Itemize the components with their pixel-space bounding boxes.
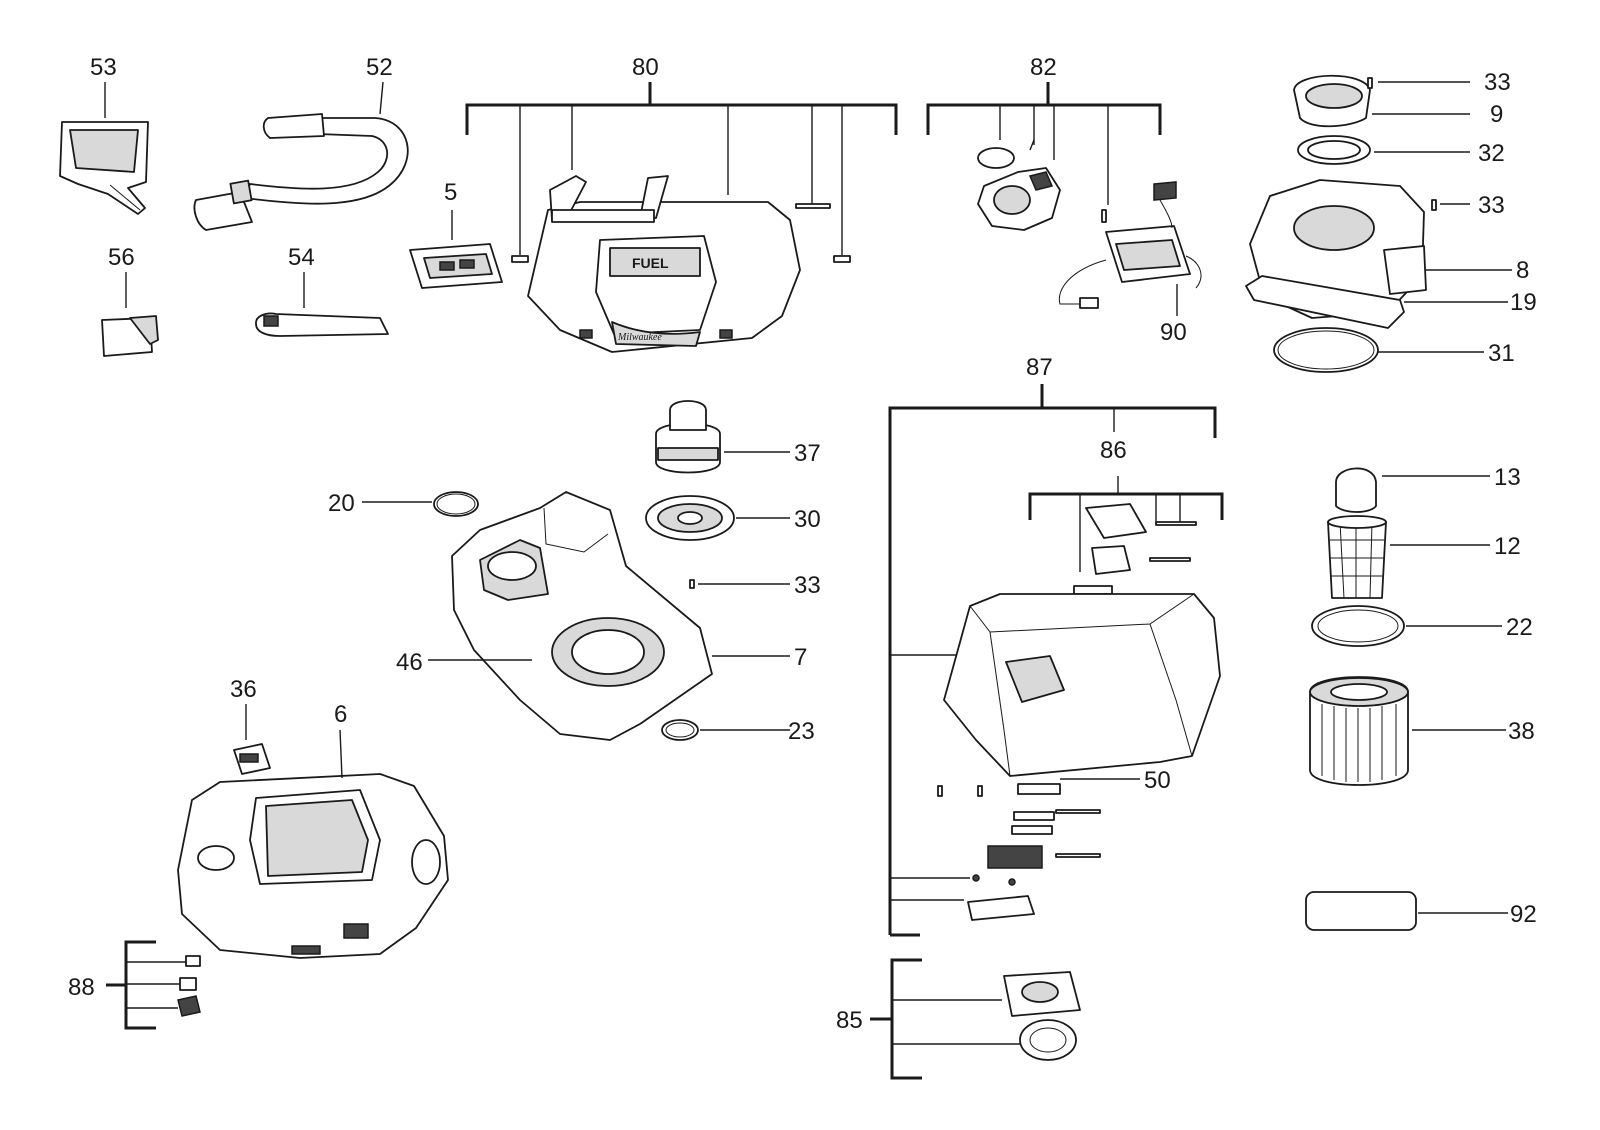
callout-31: 31: [1488, 340, 1515, 367]
callout-9: 9: [1490, 101, 1503, 128]
part-36-button[interactable]: [233, 743, 271, 775]
part-82-gasket: [977, 147, 1015, 169]
part-53-floor-nozzle[interactable]: [59, 121, 149, 215]
callout-92: 92: [1510, 901, 1537, 928]
part-33-screw-top: [1367, 77, 1373, 89]
part-87-dust-bin[interactable]: [943, 593, 1221, 777]
callout-88: 88: [68, 974, 95, 1001]
callout-50: 50: [1144, 767, 1171, 794]
part-56-adapter[interactable]: [101, 315, 159, 357]
milwaukee-brand-mark: Milwaukee: [617, 332, 662, 343]
callout-54: 54: [288, 244, 315, 271]
callout-37: 37: [794, 440, 821, 467]
callout-36: 36: [230, 676, 257, 703]
part-80-top-cover-assembly[interactable]: FUEL Milwaukee: [527, 175, 801, 353]
part-88-latch-assembly[interactable]: [177, 955, 201, 1017]
part-82-spring: [1029, 139, 1035, 151]
callout-53: 53: [90, 54, 117, 81]
callout-13: 13: [1494, 464, 1521, 491]
part-50-latch-stack[interactable]: [937, 783, 1101, 921]
part-23-o-ring[interactable]: [661, 719, 699, 741]
callout-20: 20: [328, 490, 355, 517]
part-82-pin: [1101, 209, 1107, 223]
part-80-pin-right: [833, 255, 851, 263]
callout-7: 7: [794, 644, 807, 671]
part-13-filter-cap[interactable]: [1335, 467, 1377, 513]
callout-12: 12: [1494, 533, 1521, 560]
part-31-o-ring[interactable]: [1273, 327, 1379, 373]
part-32-seal-ring[interactable]: [1297, 135, 1371, 165]
callout-33-mid: 33: [1478, 192, 1505, 219]
part-22-gasket[interactable]: [1311, 605, 1405, 647]
part-82-circuit-board[interactable]: [1058, 181, 1202, 309]
callout-90: 90: [1160, 319, 1187, 346]
part-38-hepa-filter[interactable]: [1309, 676, 1409, 786]
callout-56: 56: [108, 244, 135, 271]
part-37-motor[interactable]: [655, 400, 721, 474]
part-33-screw-mid: [1431, 199, 1437, 211]
callout-22: 22: [1506, 614, 1533, 641]
callout-80: 80: [632, 54, 659, 81]
callout-8: 8: [1516, 257, 1529, 284]
callout-85: 85: [836, 1007, 863, 1034]
callout-19: 19: [1510, 289, 1537, 316]
part-19-wire-handle[interactable]: [1245, 275, 1405, 329]
part-9-inlet-collar[interactable]: [1293, 74, 1371, 128]
part-80-pin-left: [511, 255, 529, 263]
callout-33-base: 33: [794, 572, 821, 599]
part-46-base-housing[interactable]: [451, 491, 713, 741]
part-30-impeller-filter[interactable]: [645, 495, 735, 541]
part-80-rod: [795, 203, 831, 209]
callout-46: 46: [396, 649, 423, 676]
callout-33-top: 33: [1484, 69, 1511, 96]
part-5-latch[interactable]: [409, 243, 503, 289]
part-54-crevice-tool[interactable]: [255, 312, 389, 337]
callout-38: 38: [1508, 718, 1535, 745]
part-52-hose[interactable]: [193, 113, 409, 231]
part-6-main-body[interactable]: [177, 773, 449, 959]
callout-5: 5: [444, 179, 457, 206]
callout-6: 6: [334, 701, 347, 728]
part-20-o-ring[interactable]: [433, 491, 479, 517]
part-86-latch-assembly[interactable]: [1073, 503, 1197, 595]
callout-87: 87: [1026, 354, 1053, 381]
part-33-screw-base: [689, 579, 695, 589]
part-92-label-plate[interactable]: [1305, 891, 1417, 931]
callout-52: 52: [366, 54, 393, 81]
callout-23: 23: [788, 718, 815, 745]
callout-30: 30: [794, 506, 821, 533]
part-82-switch-housing[interactable]: [977, 167, 1061, 231]
part-12-filter-cage[interactable]: [1327, 515, 1387, 599]
fuel-logo-mark: FUEL: [632, 255, 669, 271]
callout-82: 82: [1030, 54, 1057, 81]
callout-86: 86: [1100, 437, 1127, 464]
part-85-flap-assembly[interactable]: [1003, 971, 1081, 1061]
callout-32: 32: [1478, 140, 1505, 167]
